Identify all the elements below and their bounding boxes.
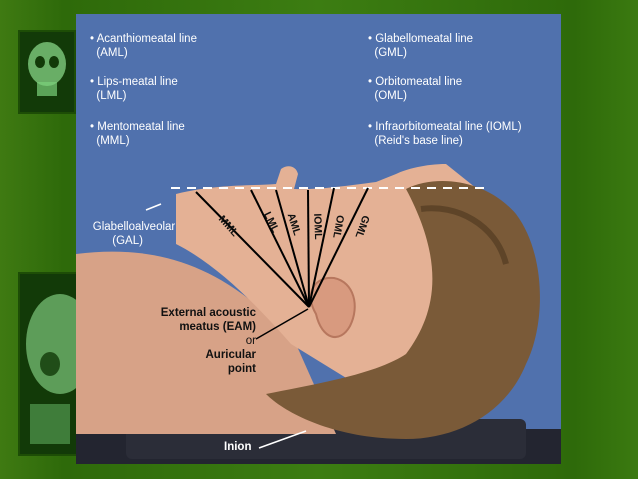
bullet-ioml: • Infraorbitomeatal line (IOML) (Reid's … bbox=[368, 121, 522, 147]
inion-label: Inion bbox=[224, 441, 252, 453]
bullet-lml: • Lips-meatal line (LML) bbox=[90, 76, 178, 102]
head-positioning-photo: • Acanthiomeatal line (AML) • Lips-meata… bbox=[76, 14, 561, 464]
bullet-aml: • Acanthiomeatal line (AML) bbox=[90, 33, 197, 59]
head-illustration bbox=[76, 164, 561, 464]
bullet-mml: • Mentomeatal line (MML) bbox=[90, 121, 185, 147]
skull-xray-thumbnail-bottom bbox=[18, 272, 80, 456]
bullet-gml: • Glabellomeatal line (GML) bbox=[368, 33, 474, 59]
gal-label: Glabelloalveolar(GAL) bbox=[92, 221, 176, 247]
line-label-ioml: IOML bbox=[311, 213, 325, 240]
eam-label: External acoustic meatus (EAM) or Auricu… bbox=[160, 307, 256, 375]
skull-xray-thumbnail-top bbox=[18, 30, 76, 114]
bullet-oml: • Orbitomeatal line (OML) bbox=[368, 76, 463, 102]
